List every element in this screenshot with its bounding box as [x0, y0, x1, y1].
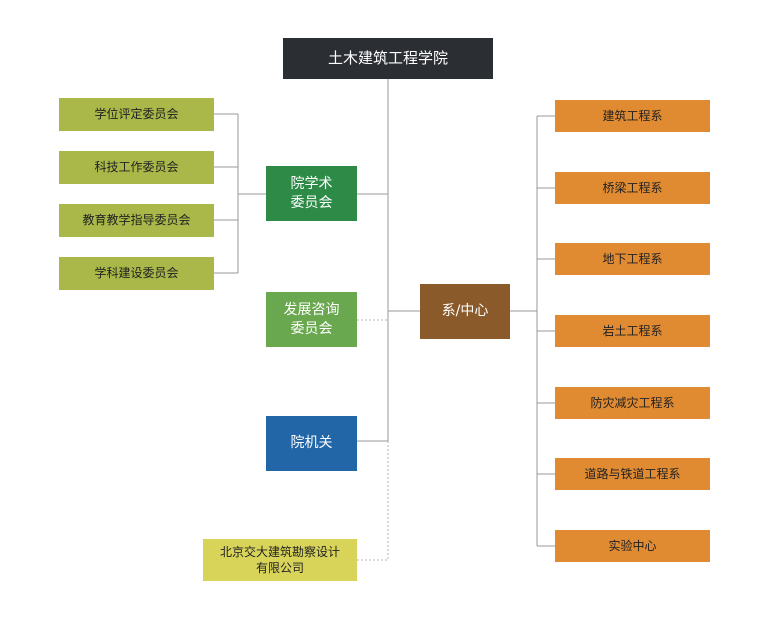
center-label: 系/中心	[441, 303, 489, 320]
company-label-line1: 北京交大建筑勘察设计	[219, 544, 340, 559]
office-label: 院机关	[290, 435, 333, 452]
department-underground: 地下工程系	[555, 243, 710, 275]
committee-research: 科技工作委员会	[59, 151, 214, 184]
company-node: 北京交大建筑勘察设计 有限公司	[203, 539, 357, 581]
committee-label: 学科建设委员会	[94, 266, 179, 281]
department-architecture: 建筑工程系	[555, 100, 710, 132]
office-node: 院机关	[266, 416, 357, 471]
committee-teaching: 教育教学指导委员会	[59, 204, 214, 237]
root-node: 土木建筑工程学院	[283, 38, 493, 79]
development-committee-node: 发展咨询 委员会	[266, 292, 357, 347]
department-disaster: 防灾减灾工程系	[555, 387, 710, 419]
department-label: 桥梁工程系	[602, 180, 663, 195]
committee-label: 科技工作委员会	[94, 160, 179, 175]
department-label: 实验中心	[608, 538, 657, 553]
develop-label-line1: 发展咨询	[283, 301, 340, 318]
committee-label: 学位评定委员会	[94, 107, 179, 122]
company-label-line2: 有限公司	[255, 561, 304, 575]
department-label: 道路与铁道工程系	[584, 466, 681, 481]
department-lab-center: 实验中心	[555, 530, 710, 562]
committee-degree: 学位评定委员会	[59, 98, 214, 131]
academic-committee-node: 院学术 委员会	[266, 166, 357, 221]
department-geotechnical: 岩土工程系	[555, 315, 710, 347]
root-label: 土木建筑工程学院	[327, 49, 448, 68]
department-bridge: 桥梁工程系	[555, 172, 710, 204]
department-label: 地下工程系	[602, 251, 663, 266]
department-label: 岩土工程系	[602, 323, 663, 338]
department-center-node: 系/中心	[420, 284, 510, 339]
department-label: 建筑工程系	[602, 108, 663, 123]
develop-label-line2: 委员会	[290, 320, 333, 337]
academic-label-line2: 委员会	[290, 194, 333, 211]
academic-label-line1: 院学术	[290, 175, 333, 192]
department-label: 防灾减灾工程系	[590, 395, 675, 410]
department-road-railway: 道路与铁道工程系	[555, 458, 710, 490]
committee-label: 教育教学指导委员会	[82, 213, 191, 228]
committee-discipline: 学科建设委员会	[59, 257, 214, 290]
